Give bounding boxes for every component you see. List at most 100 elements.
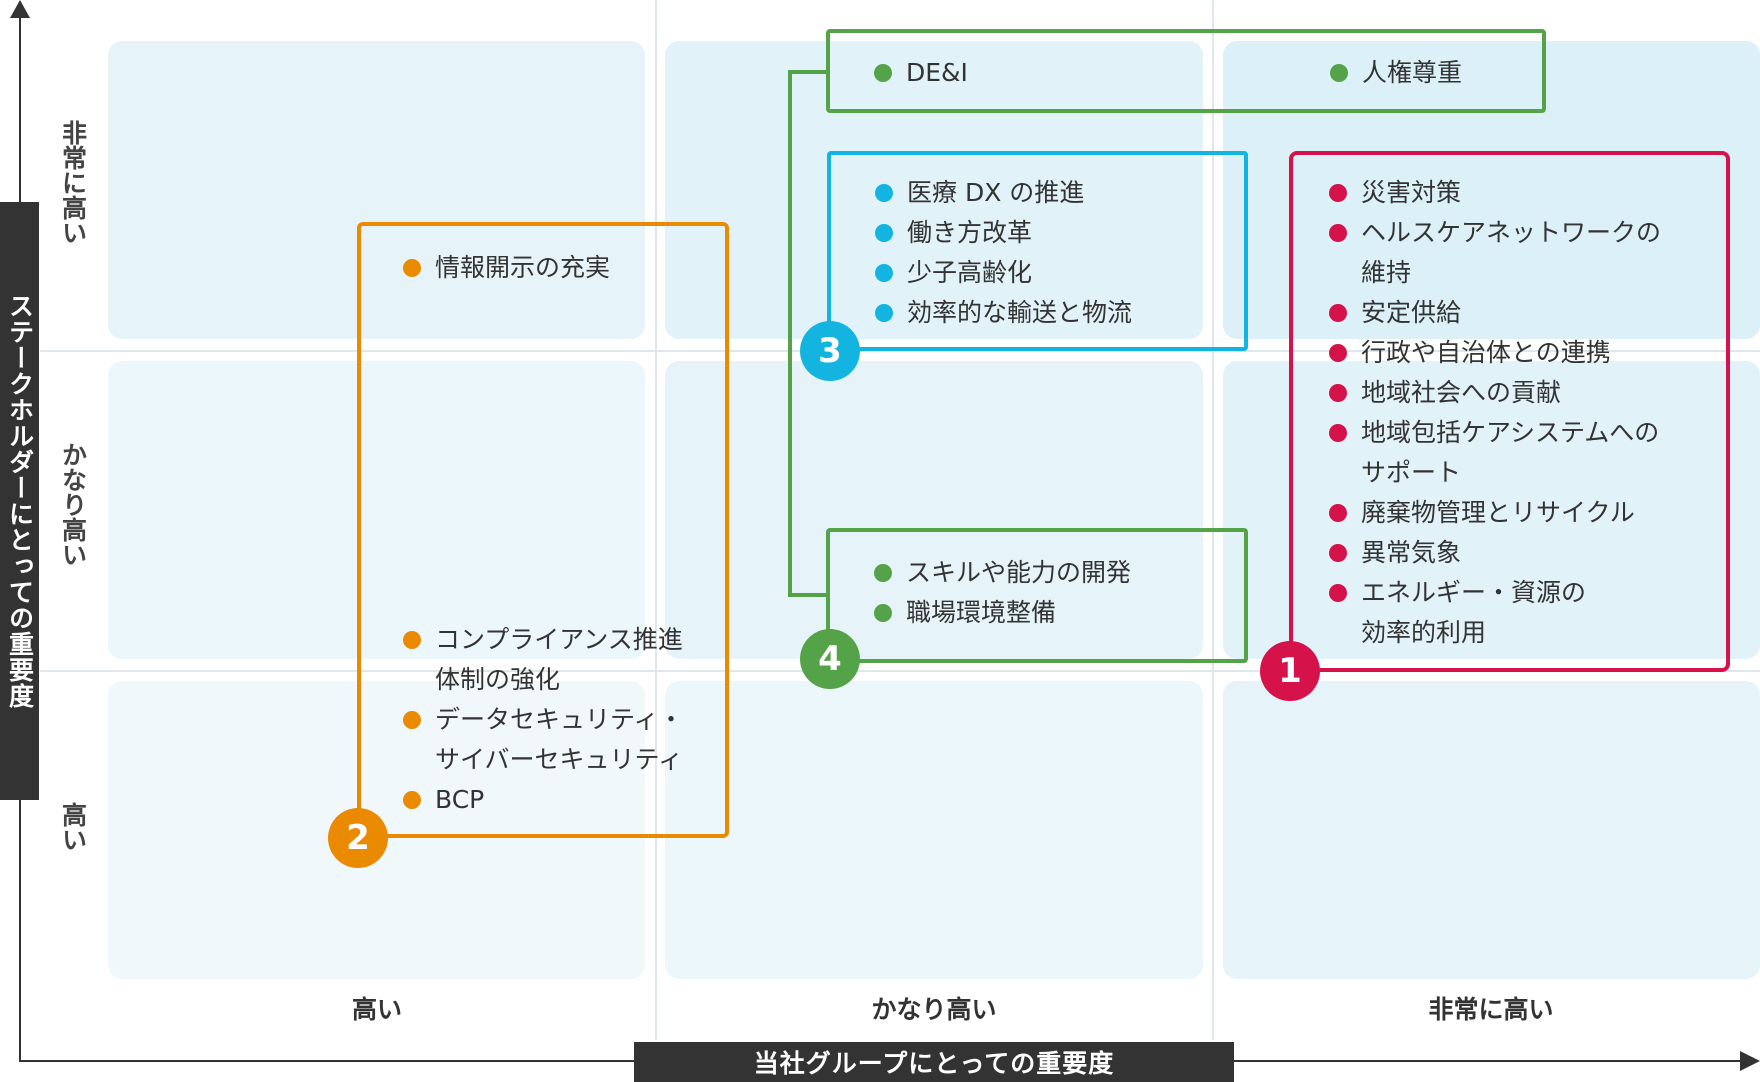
item-text-continued: 効率的利用 <box>1361 618 1487 647</box>
group-4-item: 人権尊重 <box>1330 53 1462 93</box>
item-text: コンプライアンス推進 <box>435 625 683 654</box>
group-4-item: 職場環境整備 <box>874 593 1131 633</box>
cell-top-left <box>108 41 645 339</box>
group-3-item: 少子高齢化 <box>875 253 1132 293</box>
group-4-box-top: DE&I 人権尊重 <box>826 29 1546 113</box>
item-text: 効率的な輸送と物流 <box>907 298 1133 327</box>
group-1-item: エネルギー・資源の効率的利用 <box>1329 573 1661 653</box>
gridline-horizontal-2 <box>40 670 1760 672</box>
row-label-top: 非常に高い <box>58 120 88 245</box>
group-3-box: 医療 DX の推進 働き方改革 少子高齢化 効率的な輸送と物流 <box>827 151 1248 351</box>
bullet-dot <box>1329 304 1347 322</box>
bullet-dot <box>875 264 893 282</box>
group-4-box-bottom: スキルや能力の開発 職場環境整備 <box>826 528 1248 663</box>
item-text-continued: サポート <box>1361 458 1462 487</box>
bullet-dot <box>403 791 421 809</box>
x-axis-title: 当社グループにとっての重要度 <box>634 1042 1234 1082</box>
group-2-number-badge: 2 <box>328 808 388 868</box>
x-axis-arrow-icon <box>1740 1051 1760 1071</box>
group-1-item: 地域社会への貢献 <box>1329 373 1661 413</box>
item-text: 働き方改革 <box>907 218 1033 247</box>
bullet-dot <box>874 604 892 622</box>
cell-middle-right <box>1223 361 1760 659</box>
item-text: 地域包括ケアシステムへの <box>1361 418 1660 447</box>
bullet-dot <box>1329 344 1347 362</box>
cell-top-right <box>1223 41 1760 339</box>
group-2-item: BCP <box>403 780 684 820</box>
group-2-item: データセキュリティ・サイバーセキュリティ <box>403 700 684 780</box>
item-text: 少子高齢化 <box>907 258 1033 287</box>
item-text: 情報開示の充実 <box>435 253 611 282</box>
bullet-dot <box>1329 224 1347 242</box>
group-3-number-badge: 3 <box>800 321 860 381</box>
bullet-dot <box>1329 504 1347 522</box>
y-axis-arrow-icon <box>10 0 30 18</box>
column-label-left: 高い <box>351 995 402 1024</box>
bullet-dot <box>874 564 892 582</box>
bullet-dot <box>403 711 421 729</box>
row-label-bottom: 高い <box>58 802 88 852</box>
item-text: DE&I <box>906 58 968 87</box>
group-1-box: 災害対策 ヘルスケアネットワークの維持 安定供給 行政や自治体との連携 地域社会… <box>1289 151 1730 672</box>
item-text: スキルや能力の開発 <box>906 558 1132 587</box>
cell-top-middle <box>665 41 1203 339</box>
group-1-item: 安定供給 <box>1329 293 1661 333</box>
bullet-dot <box>1329 584 1347 602</box>
item-text: 行政や自治体との連携 <box>1361 338 1611 367</box>
bullet-dot <box>875 184 893 202</box>
bullet-dot <box>1329 424 1347 442</box>
group-2-box: 情報開示の充実 コンプライアンス推進体制の強化 データセキュリティ・サイバーセキ… <box>357 222 729 838</box>
group-1-item: 災害対策 <box>1329 173 1661 213</box>
item-text: 地域社会への貢献 <box>1361 378 1562 407</box>
bullet-dot <box>874 64 892 82</box>
item-text: BCP <box>435 785 485 814</box>
group-4-number-badge: 4 <box>800 629 860 689</box>
item-text: 廃棄物管理とリサイクル <box>1361 498 1635 527</box>
bullet-dot <box>403 631 421 649</box>
group-2-item: 情報開示の充実 <box>403 248 610 288</box>
bullet-dot <box>1329 544 1347 562</box>
gridline-vertical-2 <box>1212 0 1214 1040</box>
group-4-item: スキルや能力の開発 <box>874 553 1131 593</box>
group-1-item: 行政や自治体との連携 <box>1329 333 1661 373</box>
item-text-continued: 体制の強化 <box>435 665 561 694</box>
item-text: 医療 DX の推進 <box>907 178 1085 207</box>
item-text: データセキュリティ・ <box>435 705 684 734</box>
item-text: ヘルスケアネットワークの <box>1361 218 1662 247</box>
item-text: 安定供給 <box>1361 298 1462 327</box>
cell-bottom-right <box>1223 681 1760 979</box>
bullet-dot <box>1329 184 1347 202</box>
group-3-item: 効率的な輸送と物流 <box>875 293 1132 333</box>
column-label-right: 非常に高い <box>1428 995 1554 1024</box>
group-1-item: 廃棄物管理とリサイクル <box>1329 493 1661 533</box>
item-text: エネルギー・資源の <box>1361 578 1587 607</box>
bullet-dot <box>403 259 421 277</box>
group-2-item: コンプライアンス推進体制の強化 <box>403 620 684 700</box>
row-label-middle: かなり高い <box>58 442 88 567</box>
item-text-continued: 維持 <box>1361 258 1412 287</box>
cell-bottom-middle <box>665 681 1203 979</box>
bullet-dot <box>1330 64 1348 82</box>
group-3-item: 医療 DX の推進 <box>875 173 1132 213</box>
y-axis-title: ステークホルダーにとっての重要度 <box>0 202 39 800</box>
group-4-item: DE&I <box>874 53 968 93</box>
group-3-item: 働き方改革 <box>875 213 1132 253</box>
bullet-dot <box>875 224 893 242</box>
item-text: 職場環境整備 <box>906 598 1057 627</box>
gridline-horizontal-1 <box>40 350 1760 352</box>
bullet-dot <box>875 304 893 322</box>
item-text-continued: サイバーセキュリティ <box>435 745 684 774</box>
group-1-item: 異常気象 <box>1329 533 1661 573</box>
cell-middle-left <box>108 361 645 659</box>
cell-middle-middle <box>665 361 1203 659</box>
item-text: 異常気象 <box>1361 538 1462 567</box>
group-1-number-badge: 1 <box>1260 641 1320 701</box>
x-axis-line-right <box>1233 1060 1743 1062</box>
x-axis-line-left <box>19 1060 635 1062</box>
gridline-vertical-1 <box>655 0 657 1040</box>
item-text: 災害対策 <box>1361 178 1462 207</box>
group-1-item: ヘルスケアネットワークの維持 <box>1329 213 1661 293</box>
item-text: 人権尊重 <box>1362 58 1463 87</box>
group-1-item: 地域包括ケアシステムへのサポート <box>1329 413 1661 493</box>
bullet-dot <box>1329 384 1347 402</box>
